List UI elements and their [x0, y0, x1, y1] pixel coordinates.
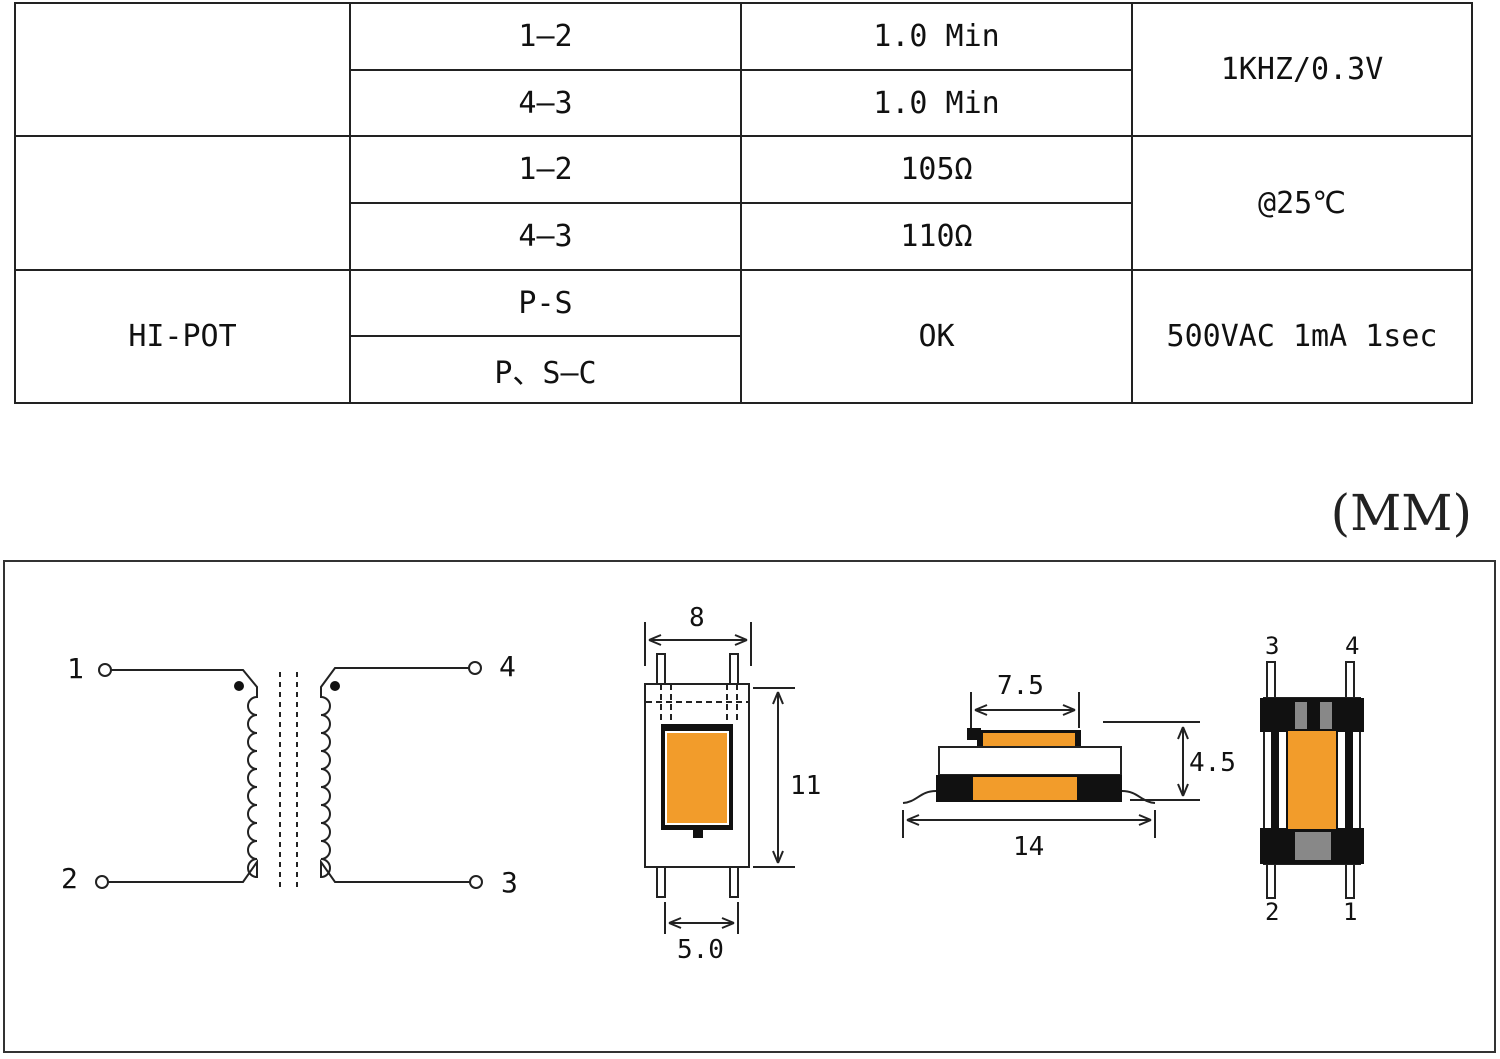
height-dim-label: 11	[790, 771, 821, 801]
arrow-heads	[906, 814, 1152, 826]
table-row: 1—2 1.0 Min 1KHZ/0.3V	[14, 2, 1473, 137]
pin2-label: 2	[61, 862, 78, 895]
condition-cell: 500VAC 1mA 1sec	[1131, 269, 1473, 404]
param-cell	[14, 2, 351, 137]
pins-cell: 1—2	[349, 135, 742, 204]
clip-slot	[1295, 702, 1307, 730]
pins-cell: 4—3	[349, 202, 742, 271]
clip-slot	[1320, 702, 1332, 730]
param-cell	[14, 135, 351, 271]
pin-lead	[729, 866, 739, 898]
pin2-label: 2	[1265, 898, 1279, 926]
arrow-heads	[648, 634, 748, 646]
core-bottom	[1286, 729, 1338, 831]
value-cell: 110Ω	[740, 202, 1133, 271]
param-cell: HI-POT	[14, 269, 351, 404]
arrow-heads	[668, 917, 735, 929]
primary-winding	[108, 669, 258, 883]
table-row: 4—3 110Ω	[15, 202, 1472, 271]
side-rail	[1345, 732, 1353, 828]
condition-cell: @25℃	[1131, 135, 1473, 271]
lead-left	[902, 790, 937, 804]
table-row: P、S—C	[15, 335, 1472, 404]
hidden-lines	[660, 684, 738, 724]
width-dim-label: 8	[689, 603, 705, 633]
pins-cell: P-S	[349, 269, 742, 337]
polarity-dot	[330, 681, 340, 691]
arrow-heads	[772, 691, 784, 864]
value-cell: OK	[740, 269, 1133, 404]
pins-cell: 1—2	[349, 2, 742, 71]
pin2-terminal	[95, 875, 109, 889]
table-row: 1—2 105Ω @25℃	[14, 135, 1473, 271]
pin1-terminal	[98, 663, 112, 677]
lower-core	[973, 777, 1077, 800]
pin-lead	[1266, 861, 1276, 899]
pin-lead	[1345, 861, 1355, 899]
value-cell: 1.0 Min	[740, 69, 1133, 137]
height-dim-label: 4.5	[1189, 748, 1236, 778]
polarity-dot	[234, 681, 244, 691]
side-view: 7.5 4.5 14	[902, 671, 1236, 862]
arrow-heads	[1177, 726, 1189, 797]
total-dim-label: 14	[1013, 832, 1044, 862]
top-view: 8 11 5.0	[644, 603, 821, 965]
lead-right	[1121, 790, 1156, 804]
pin-lead	[1345, 661, 1355, 699]
side-rail	[1271, 732, 1279, 828]
drawing-svg: 1 2 4 3 8 1	[61, 603, 1364, 965]
pin4-label: 4	[499, 650, 516, 683]
clip-slot	[1295, 832, 1331, 860]
table-row: 4—3 1.0 Min	[15, 69, 1472, 137]
arrow-heads	[974, 704, 1076, 716]
pin3-label: 3	[501, 866, 518, 899]
pin4-terminal	[468, 661, 482, 675]
pin-lead	[729, 653, 739, 685]
upper-clip	[1260, 698, 1364, 732]
pin-lead	[656, 866, 666, 898]
drawing-frame: 1 2 4 3 8 1	[3, 560, 1496, 1053]
pin-lead	[1266, 661, 1276, 699]
secondary-winding	[320, 667, 470, 883]
top-dim-label: 7.5	[997, 671, 1044, 701]
pin3-terminal	[469, 875, 483, 889]
pin3-label: 3	[1265, 632, 1279, 660]
pin1-label: 1	[67, 652, 84, 685]
value-cell: 1.0 Min	[740, 2, 1133, 71]
pin1-label: 1	[1343, 898, 1357, 926]
transformer-schematic	[95, 661, 483, 889]
core-top	[665, 731, 729, 825]
pitch-dim-label: 5.0	[677, 935, 724, 965]
table-row: HI-POT P-S OK 500VAC 1mA 1sec	[14, 269, 1473, 404]
pins-cell: 4—3	[349, 69, 742, 137]
bottom-view: 3 4 2 1	[1260, 632, 1364, 926]
unit-label: (MM)	[1330, 484, 1472, 542]
pin-lead	[656, 653, 666, 685]
value-cell: 105Ω	[740, 135, 1133, 204]
pins-cell: P、S—C	[349, 335, 742, 404]
condition-cell: 1KHZ/0.3V	[1131, 2, 1473, 137]
pin4-label: 4	[1345, 632, 1359, 660]
side-body	[938, 746, 1122, 776]
upper-core-fill	[983, 733, 1075, 746]
spec-table: 1—2 1.0 Min 1KHZ/0.3V 4—3 1.0 Min 1—2 10…	[14, 2, 1473, 404]
core-tab	[693, 828, 703, 838]
